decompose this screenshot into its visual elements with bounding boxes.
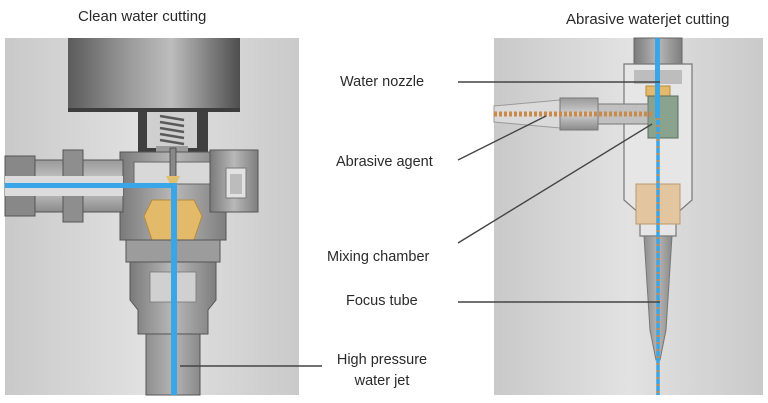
title-abrasive-waterjet-cutting: Abrasive waterjet cutting — [566, 11, 730, 28]
mixing-chamber-block — [647, 95, 679, 139]
leader-lines — [180, 81, 660, 367]
clean-water-panel — [4, 38, 299, 396]
label-high-pressure-water-jet: High pressure water jet — [336, 352, 428, 389]
leader-abrasive-agent — [457, 115, 547, 161]
title-clean-water-cutting: Clean water cutting — [78, 8, 207, 25]
spring — [159, 114, 185, 146]
needle-tip — [166, 176, 180, 184]
abrasive-panel — [493, 37, 763, 395]
water-channel-vertical — [171, 183, 177, 395]
water-channel-horizontal — [5, 183, 177, 188]
label-focus-tube: Focus tube — [346, 293, 418, 309]
label-mixing-chamber: Mixing chamber — [327, 249, 430, 265]
leader-mixing-chamber — [457, 123, 653, 244]
right-side-fitting — [209, 149, 259, 213]
label-water-nozzle: Water nozzle — [340, 74, 425, 90]
abrasive-water-jet-upper — [655, 38, 660, 118]
label-abrasive-agent: Abrasive agent — [336, 154, 433, 170]
abrasive-feed-pipe — [493, 97, 652, 131]
top-cylinder — [68, 38, 240, 110]
